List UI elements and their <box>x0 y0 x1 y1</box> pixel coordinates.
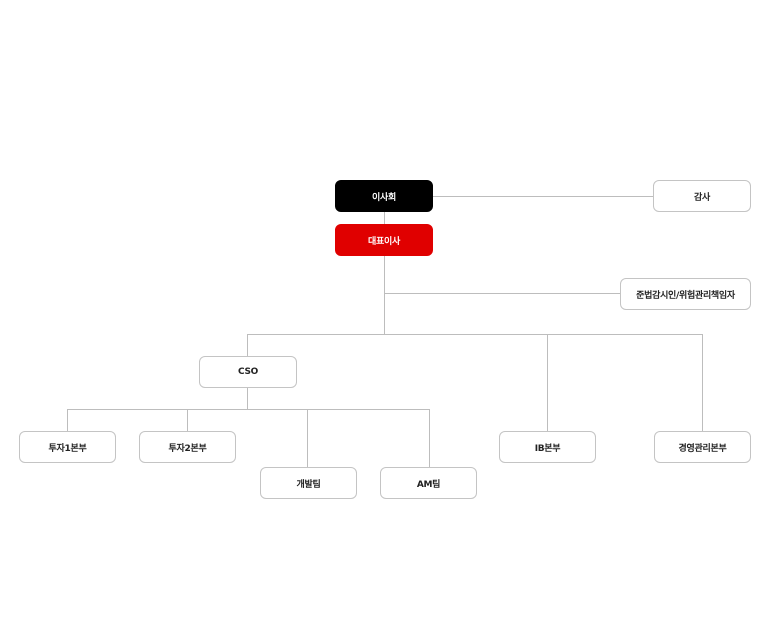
connector-line <box>247 334 703 335</box>
node-development-team: 개발팀 <box>260 467 357 499</box>
connector-line <box>247 388 248 409</box>
node-ib-division: IB본부 <box>499 431 596 463</box>
connector-line <box>67 409 68 431</box>
connector-line <box>187 409 188 431</box>
connector-line <box>67 409 430 410</box>
connector-line <box>433 196 653 197</box>
connector-line <box>384 293 620 294</box>
connector-line <box>547 334 548 431</box>
node-cso: CSO <box>199 356 297 388</box>
connector-line <box>702 334 703 431</box>
connector-line <box>429 409 430 467</box>
node-am-team: AM팀 <box>380 467 477 499</box>
node-compliance-officer: 준법감시인/위험관리책임자 <box>620 278 751 310</box>
node-investment-1: 투자1본부 <box>19 431 116 463</box>
connector-line <box>307 409 308 467</box>
connector-line <box>247 334 248 356</box>
node-investment-2: 투자2본부 <box>139 431 236 463</box>
connector-line <box>384 212 385 334</box>
node-management-division: 경영관리본부 <box>654 431 751 463</box>
node-auditor: 감사 <box>653 180 751 212</box>
node-ceo: 대표이사 <box>335 224 433 256</box>
node-board: 이사회 <box>335 180 433 212</box>
